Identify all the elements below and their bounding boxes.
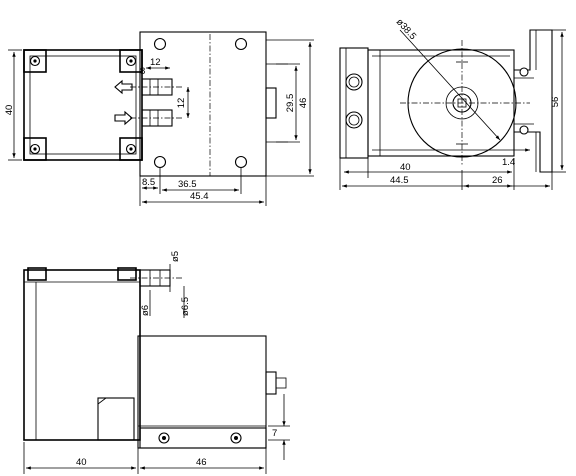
dim-body-width: 40	[400, 162, 411, 173]
pump-body-top	[137, 335, 267, 449]
dim-port-pitch: 12	[150, 57, 161, 68]
dim-plate-width: 45.4	[190, 191, 209, 202]
port-lower-side	[345, 111, 363, 129]
dim-port-inner: ø6	[140, 305, 151, 316]
mounting-plate	[139, 31, 267, 177]
dim-front-height: 40	[4, 105, 15, 116]
dim-bracket-height: 56	[550, 97, 561, 108]
mounting-holes	[153, 37, 248, 169]
port-upper-side	[345, 73, 363, 91]
motor-body-top	[23, 269, 141, 441]
dim-bracket-thickness: 1.4	[502, 157, 515, 168]
dim-port-to-edge: 36.5	[178, 179, 197, 190]
dim-total-width: 44.5	[390, 175, 409, 186]
top-view: ø5 ø6.5 ø6 7 40 46	[23, 251, 290, 474]
side-view: ø38.5 56 1.4 40 44.5	[339, 17, 566, 190]
dim-motor-length: 40	[76, 457, 87, 468]
motor-body-front	[23, 49, 143, 161]
dim-bracket-width: 26	[492, 175, 503, 186]
hose-ports	[141, 78, 173, 127]
dim-circle-dia: ø38.5	[394, 17, 418, 42]
dim-port-gap: 12	[176, 98, 187, 109]
motor-clip	[97, 397, 135, 441]
dim-pump-length: 46	[196, 457, 207, 468]
bracket-side	[514, 29, 553, 173]
corner-screws	[23, 49, 143, 161]
pump-block-side	[339, 47, 369, 159]
shaft-top	[265, 371, 277, 395]
flange-top	[139, 427, 267, 449]
dim-port-small: 8	[140, 66, 145, 77]
flow-arrows	[114, 79, 133, 126]
dim-port-barb: ø6.5	[180, 297, 191, 316]
front-view: 40 12 8 12 29.5 46 8.5 36.5 45.4	[4, 31, 314, 206]
dim-shaft-offset: 7	[272, 428, 277, 439]
dim-overall-height: 46	[298, 98, 309, 109]
housing-side	[367, 49, 515, 157]
shaft-boss-front	[265, 87, 277, 119]
dim-tab-offset: 8.5	[142, 177, 155, 188]
dim-port-outer: ø5	[170, 251, 181, 262]
dim-mount-pitch: 29.5	[285, 94, 296, 113]
